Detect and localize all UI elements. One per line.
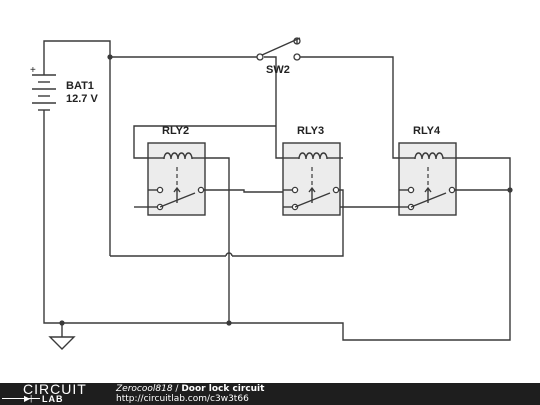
relay-3[interactable]: RLY3 [282, 125, 341, 216]
nc-pin [407, 186, 415, 194]
relay-4[interactable]: RLY4 [398, 125, 457, 216]
coil-icon [163, 152, 193, 160]
arrow-icon [308, 186, 316, 203]
switch-sw2[interactable]: SW2 [256, 37, 301, 76]
junction-dot [507, 187, 513, 193]
wires [43, 40, 511, 341]
junction-dot [59, 320, 65, 326]
footer-bar: CIRCUIT ▶| LAB Zerocool818 / Door lock c… [0, 381, 540, 405]
coil-icon [298, 152, 328, 160]
circuit-attribution: Zerocool818 / Door lock circuit [116, 384, 264, 394]
logo-underline [2, 398, 40, 399]
switch-name-label: SW2 [266, 64, 290, 76]
no-pin [197, 186, 205, 194]
plus-icon: + [30, 65, 36, 76]
nc-pin [291, 186, 299, 194]
circuit-url-link[interactable]: http://circuitlab.com/c3w3t66 [116, 394, 249, 404]
relay-name-label: RLY3 [297, 125, 324, 137]
junction-dot [226, 320, 232, 326]
author-link[interactable]: Zerocool818 [116, 384, 173, 394]
logo-circuit-text: CIRCUIT [23, 381, 87, 397]
relay-2[interactable]: RLY2 [147, 125, 206, 216]
no-pin [448, 186, 456, 194]
logo-lab-text: LAB [42, 394, 64, 404]
junction-dot [107, 54, 113, 60]
junction-dots [59, 54, 513, 326]
circuit-title: Door lock circuit [181, 384, 265, 394]
nc-pin [156, 186, 164, 194]
battery-name-label: BAT1 [66, 80, 94, 92]
separator-text: / [172, 384, 182, 394]
no-pin [332, 186, 340, 194]
relay-name-label: RLY4 [413, 125, 441, 137]
battery-bat1[interactable]: + BAT1 12.7 V [30, 65, 98, 112]
diode-icon: ▶| [24, 394, 33, 403]
circuit-schematic: + BAT1 12.7 V SW2 RLY2 RLY3 RLY4 [30, 37, 513, 350]
coil-icon [414, 152, 444, 160]
arrow-icon [424, 186, 432, 203]
arrow-icon [173, 186, 181, 203]
ground-icon [48, 336, 76, 350]
battery-value-label: 12.7 V [66, 93, 98, 105]
relay-name-label: RLY2 [162, 125, 189, 137]
relays: RLY2 RLY3 RLY4 [147, 125, 457, 216]
